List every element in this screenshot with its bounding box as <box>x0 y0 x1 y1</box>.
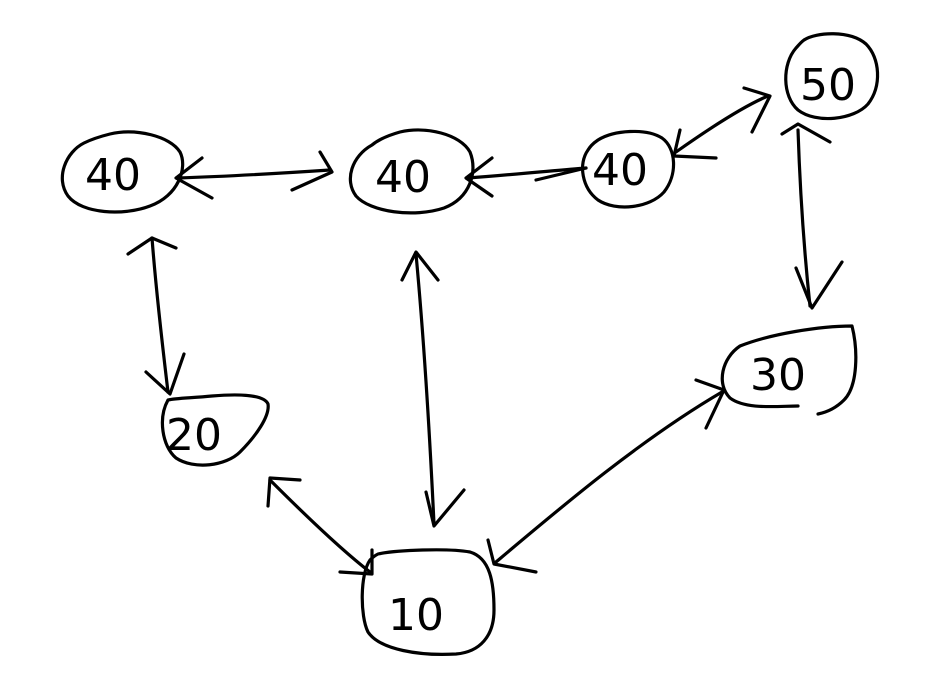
edge-top-left-left <box>126 236 186 396</box>
edge-top-left-top-center <box>174 150 334 200</box>
edge-bottom-right <box>486 378 726 574</box>
arrowhead <box>400 250 440 282</box>
node-outline <box>160 393 270 467</box>
node-outline <box>580 129 676 209</box>
node-outline <box>360 548 496 656</box>
node-bottom: 10 <box>360 548 496 656</box>
node-outline <box>60 130 185 214</box>
node-far-right: 50 <box>784 32 880 121</box>
arrowhead <box>338 548 374 576</box>
node-left: 20 <box>160 393 270 467</box>
edge-top-right-far-right <box>672 86 772 160</box>
node-top-left: 40 <box>60 130 185 214</box>
arrowhead <box>742 86 772 134</box>
node-label: 20 <box>166 410 222 461</box>
node-label: 40 <box>592 145 648 196</box>
edge-left-bottom <box>266 476 374 576</box>
edge-far-right-right <box>780 122 844 310</box>
arrowhead <box>694 378 726 430</box>
arrowhead <box>266 476 302 508</box>
arrowhead <box>424 488 466 528</box>
node-outline <box>784 32 880 121</box>
arrowhead <box>672 128 718 160</box>
arrowhead <box>290 150 334 192</box>
arrowhead <box>486 538 538 574</box>
node-label: 30 <box>750 350 806 401</box>
arrowhead <box>144 352 186 396</box>
arrowhead <box>464 156 494 198</box>
node-top-center: 40 <box>348 128 475 215</box>
arrowhead <box>534 166 588 182</box>
arrowhead <box>794 260 844 310</box>
node-outline <box>720 324 858 416</box>
edge-top-center-bottom <box>400 250 466 528</box>
arrowhead <box>126 236 178 256</box>
arrowhead <box>174 156 214 200</box>
arrowhead <box>780 122 832 144</box>
node-right: 30 <box>720 324 858 416</box>
node-top-right: 40 <box>580 129 676 209</box>
node-outline <box>348 128 475 215</box>
edge-top-center-top-right <box>464 156 588 198</box>
node-label: 10 <box>388 590 444 641</box>
node-label: 40 <box>375 152 431 203</box>
node-label: 50 <box>800 60 856 111</box>
node-label: 40 <box>85 150 141 201</box>
